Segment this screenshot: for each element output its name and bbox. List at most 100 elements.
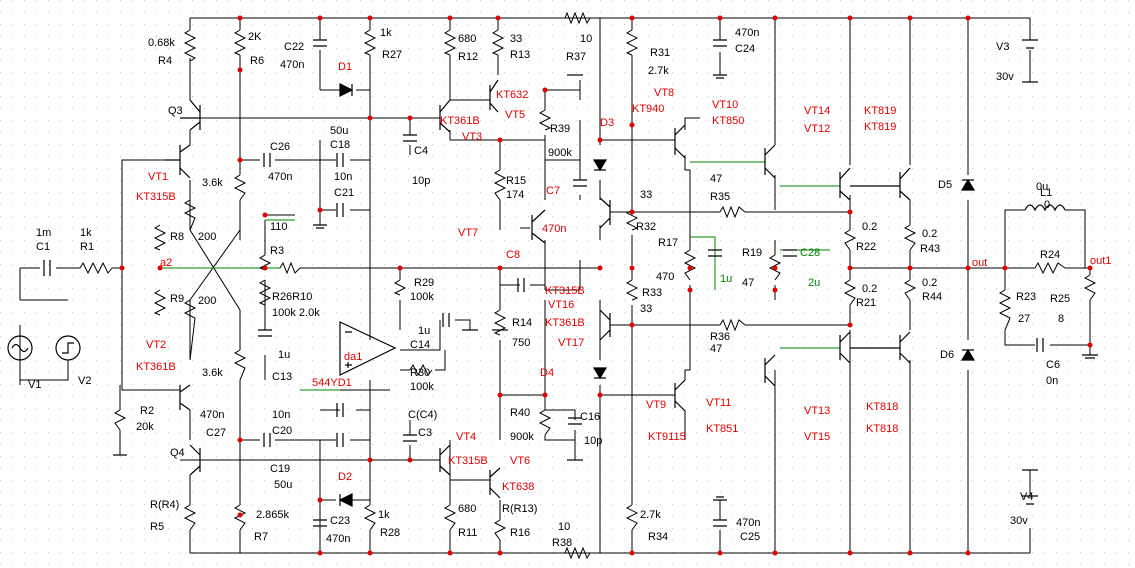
diode-d2[interactable]	[338, 493, 353, 507]
capacitor-c4[interactable]	[403, 134, 417, 142]
resistor-r14[interactable]	[493, 309, 507, 336]
capacitor-c8[interactable]	[517, 278, 525, 292]
resistor-r13[interactable]	[491, 29, 505, 56]
resistor-r28[interactable]	[363, 504, 377, 531]
transistor-vt16[interactable]	[599, 197, 611, 229]
source-v1[interactable]	[7, 335, 33, 361]
source-v3[interactable]	[1022, 39, 1038, 49]
resistor-r30[interactable]	[409, 363, 433, 377]
resistor-r40[interactable]	[538, 409, 552, 436]
diode-d4[interactable]	[592, 367, 608, 380]
capacitor-c1[interactable]	[43, 260, 51, 276]
capacitor-c22[interactable]	[313, 39, 327, 47]
resistor-r35[interactable]	[719, 205, 746, 219]
resistor-r15[interactable]	[493, 169, 507, 201]
resistor-r7b[interactable]	[233, 349, 247, 381]
capacitor-c14[interactable]	[442, 313, 450, 327]
resistor-r2[interactable]	[113, 409, 127, 431]
transistor-q3[interactable]	[180, 99, 201, 131]
source-v4[interactable]	[1022, 495, 1038, 505]
diode-d5[interactable]	[960, 178, 976, 191]
transistor-vt4[interactable]	[439, 444, 451, 476]
label-l122: V1	[28, 379, 41, 391]
capacitor-c27[interactable]	[263, 433, 271, 447]
transistor-vt5[interactable]	[489, 79, 499, 113]
resistor-r1[interactable]	[79, 261, 113, 275]
opamp-da1[interactable]	[339, 321, 397, 376]
resistor-r31[interactable]	[625, 29, 639, 56]
capacitor-c25[interactable]	[713, 519, 727, 527]
diode-d3[interactable]	[592, 159, 608, 172]
resistor-r39[interactable]	[538, 109, 552, 131]
resistor-r4[interactable]	[183, 29, 197, 62]
resistor-r6[interactable]	[233, 29, 247, 56]
transistor-vt3[interactable]	[439, 99, 451, 133]
capacitor-c3[interactable]	[403, 434, 417, 442]
transistor-vt12[interactable]	[850, 167, 911, 201]
resistor-r27[interactable]	[363, 29, 377, 56]
resistor-r5[interactable]	[183, 504, 197, 531]
resistor-r23[interactable]	[998, 289, 1012, 331]
label-l149: 50u	[274, 479, 292, 491]
transistor-vt9[interactable]	[674, 379, 686, 412]
resistor-r4b[interactable]	[183, 199, 197, 231]
resistor-r43[interactable]	[903, 224, 917, 251]
resistor-r29[interactable]	[393, 279, 407, 296]
capacitor-c21[interactable]	[336, 203, 344, 217]
resistor-r22[interactable]	[843, 229, 857, 251]
capacitor-c16[interactable]	[568, 417, 582, 425]
capacitor-c18[interactable]	[336, 153, 344, 167]
transistor-vt13[interactable]	[839, 331, 851, 364]
capacitor-c24[interactable]	[713, 39, 727, 47]
inductor-l1[interactable]	[1024, 204, 1066, 212]
capacitor-c6[interactable]	[1036, 338, 1044, 352]
resistor-r36[interactable]	[719, 318, 746, 332]
label-l40: 900k	[548, 147, 572, 159]
resistor-r3b[interactable]	[258, 254, 272, 271]
capacitor-c23[interactable]	[313, 519, 327, 527]
transistor-vt2[interactable]	[179, 384, 191, 411]
resistor-r26[interactable]	[258, 279, 272, 306]
resistor-r16[interactable]	[493, 519, 507, 541]
transistor-vt6[interactable]	[489, 467, 501, 499]
capacitor-c20[interactable]	[336, 433, 344, 447]
capacitor-c13[interactable]	[258, 329, 272, 337]
resistor-r8[interactable]	[153, 224, 167, 251]
resistor-r44[interactable]	[903, 279, 917, 301]
resistor-r9[interactable]	[153, 289, 167, 316]
transistor-vt11[interactable]	[764, 354, 776, 387]
capacitor-c19[interactable]	[336, 403, 344, 417]
resistor-r32[interactable]	[625, 209, 639, 231]
resistor-r34[interactable]	[625, 504, 639, 531]
transistor-vt8[interactable]	[674, 124, 686, 159]
resistor-r11[interactable]	[443, 504, 457, 531]
source-v2[interactable]	[55, 335, 81, 361]
capacitor-c26[interactable]	[263, 153, 271, 167]
resistor-r17[interactable]	[683, 249, 697, 281]
transistor-vt10[interactable]	[764, 144, 776, 179]
transistor-q4[interactable]	[189, 444, 201, 476]
capacitor-c28[interactable]	[783, 249, 797, 257]
resistor-r37[interactable]	[564, 11, 591, 25]
resistor-r21[interactable]	[843, 279, 857, 306]
resistor-r3[interactable]	[279, 261, 301, 275]
resistor-r24[interactable]	[1034, 261, 1066, 275]
resistor-r33[interactable]	[625, 279, 639, 301]
diode-d6[interactable]	[960, 348, 976, 361]
transistor-vt17[interactable]	[599, 309, 611, 341]
resistor-r6b[interactable]	[233, 174, 247, 201]
label-l151: VT4	[456, 431, 476, 443]
diode-d1[interactable]	[339, 83, 354, 97]
transistor-vt14[interactable]	[839, 167, 851, 201]
resistor-r12[interactable]	[443, 29, 457, 56]
resistor-r38[interactable]	[564, 546, 591, 560]
label-l154: KT638	[502, 481, 534, 493]
resistor-r25[interactable]	[1083, 274, 1097, 301]
transistor-vt1[interactable]	[165, 144, 191, 179]
capacitor-c7[interactable]	[573, 179, 587, 187]
resistor-r5b[interactable]	[183, 299, 197, 361]
transistor-vt15[interactable]	[850, 331, 911, 364]
capacitor-cpara[interactable]	[708, 249, 722, 257]
label-l116: 100k	[410, 381, 434, 393]
transistor-vt7[interactable]	[531, 209, 546, 244]
